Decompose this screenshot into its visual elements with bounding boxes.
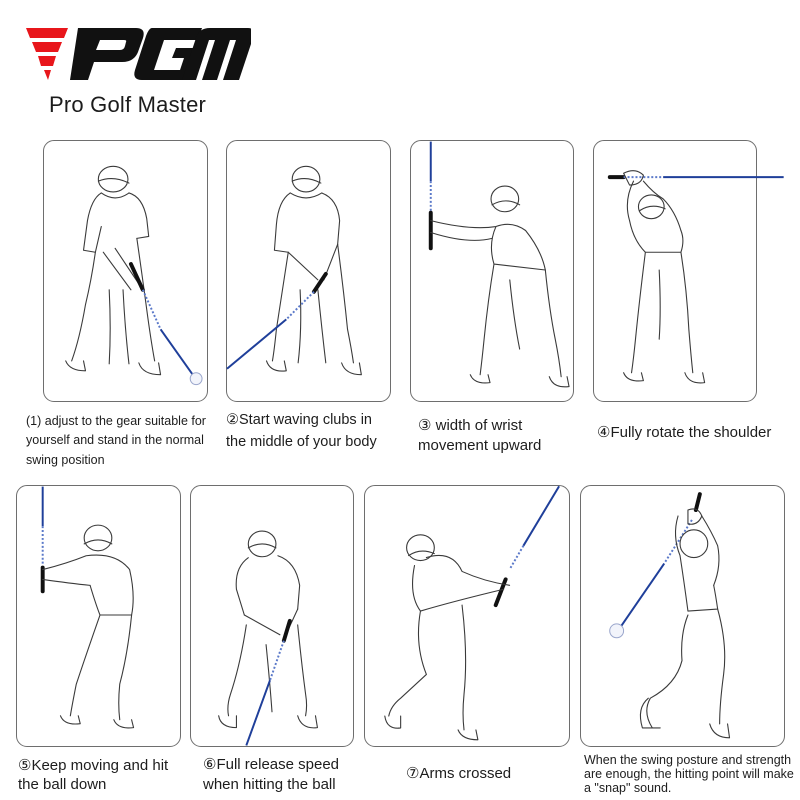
golfer-top-backswing-figure	[607, 170, 784, 384]
step-3-caption: ③ width of wrist movement upward	[418, 417, 542, 455]
step-6-caption: ⑥Full release speed when hitting the bal…	[203, 756, 340, 793]
brand-tagline: Pro Golf Master	[49, 92, 207, 117]
step-4-caption: ④Fully rotate the shoulder	[597, 424, 772, 441]
golfer-downswing-figure	[40, 486, 135, 729]
step-5-caption: ⑤Keep moving and hit the ball down	[18, 757, 169, 793]
step-5-illustration	[16, 485, 181, 747]
step-7-caption: ⑦Arms crossed	[406, 765, 512, 782]
golfer-follow-through-figure	[384, 485, 560, 741]
step-4-illustration	[593, 140, 784, 402]
golfer-finish-figure	[609, 492, 731, 739]
golfer-impact-figure	[218, 530, 318, 746]
golfer-wrist-hinge-figure	[428, 141, 570, 388]
practice-ball-icon	[609, 623, 625, 639]
golfer-takeaway-figure	[226, 165, 362, 376]
logo-red-chevron-icon	[26, 28, 68, 80]
step-3-illustration	[410, 140, 574, 402]
step-2-illustration	[226, 140, 391, 402]
step-8-caption: When the swing posture and strength are …	[584, 753, 794, 795]
step-6-illustration	[190, 485, 354, 747]
pgm-logo	[26, 28, 251, 80]
step-1-illustration	[43, 140, 208, 402]
practice-ball-icon	[189, 372, 203, 386]
step-1-caption: (1) adjust to the gear suitable for your…	[26, 414, 206, 467]
logo-letters	[70, 28, 251, 80]
step-8-illustration	[580, 485, 785, 747]
golfer-address-figure	[65, 165, 203, 386]
step-7-illustration	[364, 485, 570, 747]
step-2-caption: ②Start waving clubs in the middle of you…	[226, 412, 377, 451]
